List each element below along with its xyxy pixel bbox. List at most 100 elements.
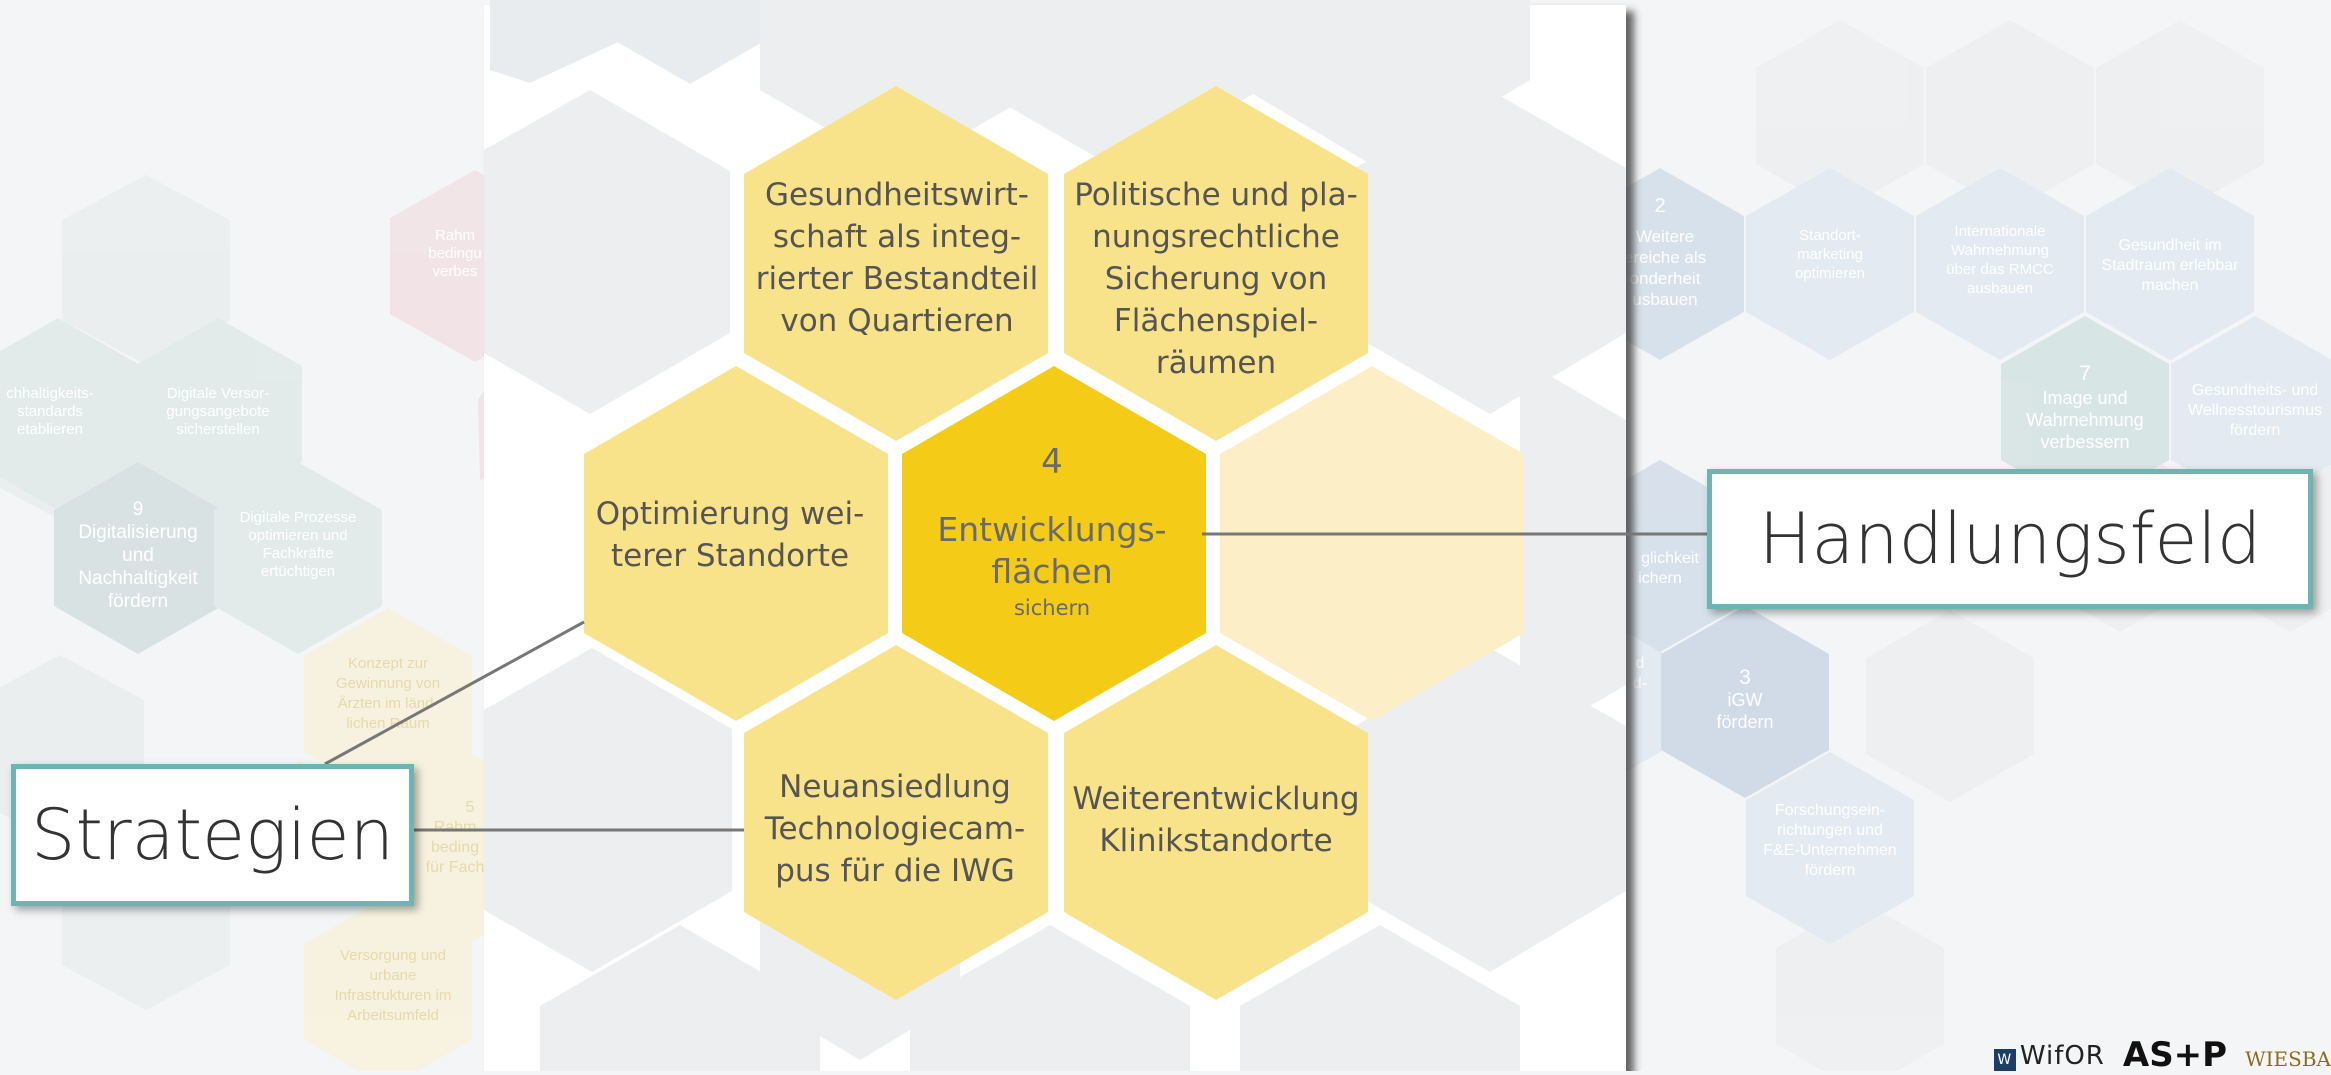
hex-strategy-bottom-right [1064,645,1368,1000]
hex-igw [1661,606,1829,798]
line: ausbauen [1967,280,2033,297]
line: ereiche als [1624,248,1706,267]
strategy-left-text: Optimierung wei-terer Standorte [596,496,865,574]
number: 3 [1739,666,1751,689]
line: Digitalisierung [78,522,197,543]
strategy-top-left-text: Gesundheitswirt-schaft als integ-rierter… [756,177,1038,339]
line: Gewinnung von [336,675,440,692]
line: gungsangebote [166,403,269,420]
bg-hex [490,0,670,83]
line: räumen [1156,345,1276,381]
hex-versorgung [304,896,472,1071]
wiesbaden-logo: WIESBA [2245,1047,2331,1071]
line: Klinikstandorte [1099,823,1332,859]
strategien-callout: Strategien [11,764,414,906]
bg-hex [484,648,732,972]
number: 7 [2079,362,2091,385]
hex-digitalisierung [54,462,222,654]
line: Image und [2042,388,2127,408]
center-honeycomb [484,0,1626,1071]
hex-right-empty [1220,366,1524,721]
line: ertüchtigen [261,563,335,580]
bg-hex [1350,648,1626,972]
bg-hex [1240,925,1520,1071]
line: Weitere [1636,227,1694,246]
line: verbes [432,263,477,280]
bg-hex [1926,20,2094,212]
line: onderheit [1630,269,1701,288]
line: Digitale Prozesse [240,509,357,526]
hex-digitale-versorgung [134,318,302,510]
line: Gesundheitswirt- [765,177,1029,213]
number: 5 [466,799,475,816]
bg-hex [1776,900,1944,1071]
bg-hex [540,925,820,1071]
line: über das RMCC [1946,261,2054,278]
line: Stadtraum erlebbar [2102,257,2240,274]
line: Gesundheit im [2118,237,2221,254]
connector-lines [324,532,1707,832]
number: 9 [133,499,144,520]
hex-nachhaltigkeit [0,318,142,510]
line: verbessern [2040,432,2129,452]
center-subtitle: sichern [1014,596,1090,620]
bg-hex [1520,370,1626,735]
background-left [0,170,560,1071]
hex-center [902,366,1206,721]
line: sicherstellen [176,421,259,438]
hex-strategy-top-left [744,86,1048,441]
line: terer Standorte [611,538,849,574]
hex-strategy-left [584,366,888,721]
line: Digitale Versor- [167,385,270,402]
line: optimieren und [248,527,347,544]
line: F&E-Unternehmen [1763,842,1896,859]
center-number: 4 [1041,442,1063,482]
line: Standort- [1799,227,1861,244]
line: standards [17,403,83,420]
line: Fachkräfte [263,545,334,562]
line: pus für die IWG [775,853,1015,889]
line: etablieren [17,421,83,438]
handlungsfeld-callout: Handlungsfeld [1707,469,2313,609]
hex-wellness [2171,316,2331,508]
line: für Fach [426,859,485,876]
line: Gesundheits- und [2192,382,2318,399]
line: Weiterentwicklung [1072,781,1359,817]
line: fördern [2230,422,2281,439]
line: Nachhaltigkeit [78,568,198,589]
center-label: 4 Entwicklungs-flächen sichern [937,442,1166,620]
wifor-text: WifOR [2019,1041,2105,1071]
line: glichkeit [1641,550,1699,567]
hex-gesundheit-stadtraum [2086,168,2254,360]
hex-forschung [1746,752,1914,944]
line: ichern [1638,570,1682,587]
line: Arbeitsumfeld [347,1007,439,1024]
line: Forschungsein- [1775,802,1885,819]
line: Ärzten im länd- [338,695,439,712]
line: Infrastrukturen im [335,987,452,1004]
asp-logo: AS+P [2122,1035,2228,1075]
line: fördern [108,591,168,612]
line: bedingu [428,245,481,262]
line: Internationale [1955,223,2046,240]
line: beding [431,839,479,856]
line: Optimierung wei- [596,496,865,532]
